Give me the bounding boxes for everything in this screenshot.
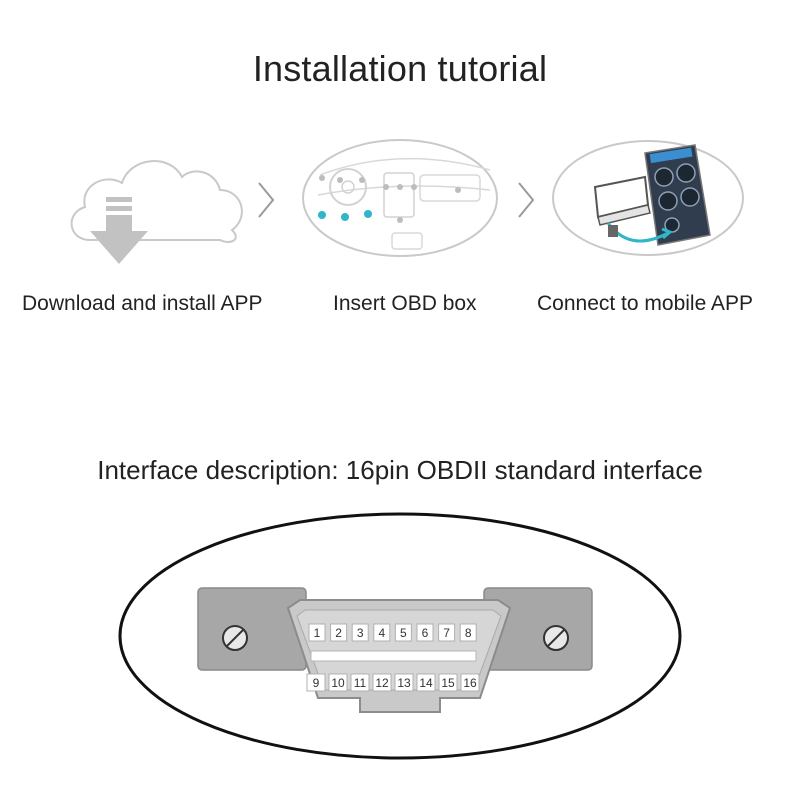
step-label-insert: Insert OBD box	[333, 292, 477, 315]
step-label-connect: Connect to mobile APP	[537, 292, 753, 315]
pin-divider-bar	[310, 650, 477, 662]
pin-number-label: 4	[378, 626, 385, 640]
page-title: Installation tutorial	[252, 48, 548, 89]
pin-number-label: 2	[335, 626, 342, 640]
pin-number-label: 13	[397, 676, 411, 690]
pin-number-label: 1	[314, 626, 321, 640]
car-dashboard-icon	[302, 139, 498, 257]
chevron-right-icon	[518, 182, 535, 218]
pin-6	[416, 623, 434, 642]
screw-icon	[543, 625, 569, 651]
pin-13	[394, 673, 414, 692]
screw-icon	[222, 625, 248, 651]
pin-12	[372, 673, 392, 692]
pin-5	[394, 623, 412, 642]
left-mount-tab	[197, 587, 307, 671]
pin-4	[373, 623, 391, 642]
pin-1	[308, 623, 326, 642]
pin-14	[416, 673, 436, 692]
pin-number-label: 16	[463, 676, 477, 690]
pin-15	[438, 673, 458, 692]
phone-obd-icon	[552, 140, 744, 256]
pin-11	[350, 673, 370, 692]
pin-7	[438, 623, 456, 642]
pin-number-label: 6	[422, 626, 429, 640]
pin-number-label: 14	[419, 676, 433, 690]
pin-number-label: 5	[400, 626, 407, 640]
pin-2	[330, 623, 348, 642]
interface-title: Interface description: 16pin OBDII stand…	[97, 455, 703, 485]
pin-number-label: 12	[375, 676, 389, 690]
pin-number-label: 3	[357, 626, 364, 640]
pin-number-label: 7	[443, 626, 450, 640]
pin-number-label: 15	[441, 676, 455, 690]
pin-16	[460, 673, 480, 692]
cloud-download-icon	[70, 160, 243, 264]
pin-number-label: 11	[354, 676, 367, 690]
pin-number-label: 10	[331, 676, 345, 690]
pin-10	[328, 673, 348, 692]
chevron-right-icon	[258, 182, 275, 218]
pin-3	[351, 623, 369, 642]
step-label-download: Download and install APP	[22, 292, 263, 315]
pin-number-label: 8	[465, 626, 472, 640]
pin-9	[306, 673, 326, 692]
pin-number-label: 9	[313, 676, 320, 690]
pin-8	[459, 623, 477, 642]
